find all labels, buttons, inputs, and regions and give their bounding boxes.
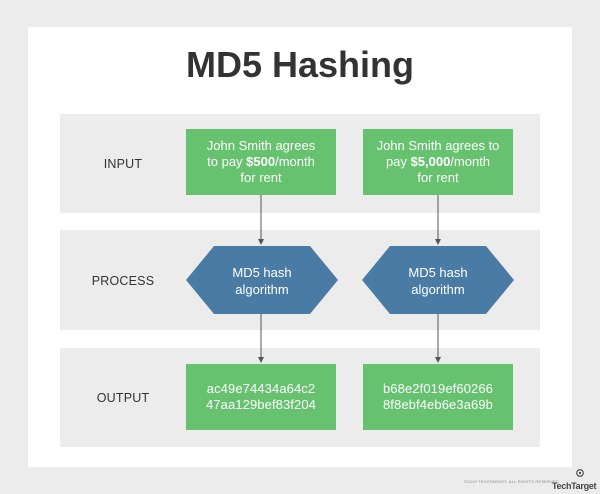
input-2-line-3: for rent (417, 170, 459, 185)
process-hexagon-2 (362, 246, 514, 314)
input-1-amount: $500 (246, 154, 276, 169)
output-box-2: b68e2f019ef60266 8f8ebf4eb6e3a69b (363, 364, 513, 430)
process-1-line-1: MD5 hash (232, 265, 292, 280)
process-2-label: MD5 hash algorithm (363, 264, 513, 298)
input-2-amount: $5,000 (410, 154, 451, 169)
input-row-label: INPUT (103, 157, 143, 171)
process-hexagon-1 (186, 246, 338, 314)
input-2-line-2: pay $5,000/month (385, 154, 491, 169)
techtarget-logo-text: TechTarget (552, 481, 597, 491)
input-1-line-1: John Smith agrees (206, 138, 316, 153)
output-row-label: OUTPUT (96, 391, 150, 405)
input-box-2: John Smith agrees to pay $5,000/month fo… (363, 129, 513, 195)
diagram-title: MD5 Hashing (185, 44, 415, 85)
output-box-1: ac49e74434a64c2 47aa129bef83f204 (186, 364, 336, 430)
output-2-line-2: 8f8ebf4eb6e3a69b (382, 397, 494, 412)
input-1-line-2: to pay $500/month (207, 154, 315, 169)
techtarget-logo-icon (576, 469, 584, 477)
input-2-line-1: John Smith agrees to (376, 138, 500, 153)
process-1-label: MD5 hash algorithm (187, 264, 337, 298)
input-box-1: John Smith agrees to pay $500/month for … (186, 129, 336, 195)
input-1-line-3: for rent (240, 170, 282, 185)
copyright-note: ©2019 TECHTARGET. ALL RIGHTS RESERVED (464, 479, 559, 484)
process-2-line-2: algorithm (411, 282, 465, 297)
process-row-label: PROCESS (91, 274, 155, 288)
process-2-line-1: MD5 hash (408, 265, 468, 280)
output-2-line-1: b68e2f019ef60266 (382, 381, 494, 396)
output-1-line-2: 47aa129bef83f204 (205, 397, 317, 412)
process-1-line-2: algorithm (235, 282, 289, 297)
output-1-line-1: ac49e74434a64c2 (206, 381, 316, 396)
